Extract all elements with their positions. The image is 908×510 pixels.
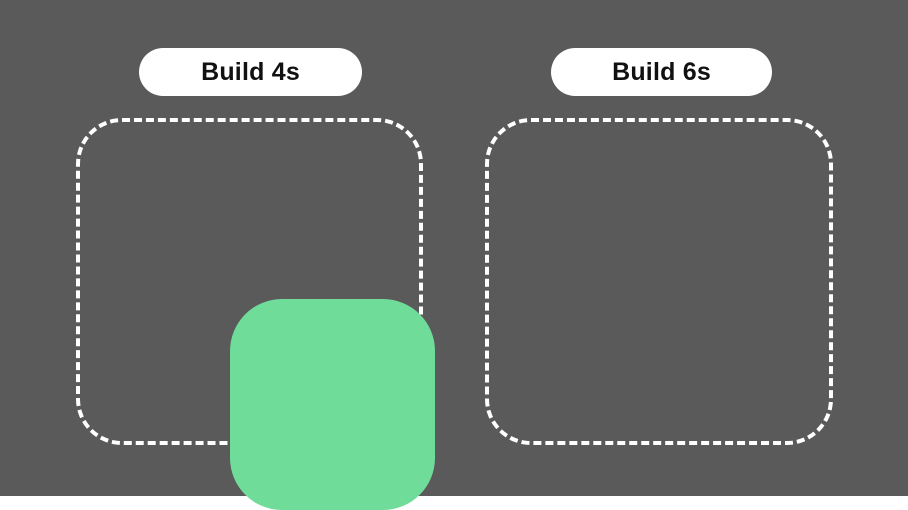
- dashed-container-build-4s: [76, 118, 435, 510]
- dashed-container-build-6s: [485, 118, 833, 445]
- panel-group: Build 4s Build 6s: [76, 48, 833, 510]
- panel-label-build-4s: Build 4s: [139, 48, 362, 96]
- panel-label-build-6s: Build 6s: [551, 48, 772, 96]
- green-rounded-square: [230, 299, 435, 510]
